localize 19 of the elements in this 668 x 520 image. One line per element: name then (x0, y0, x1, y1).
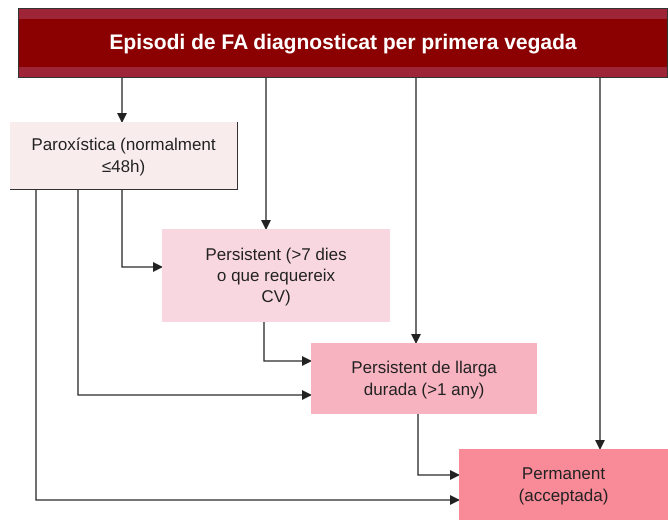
arrow (417, 414, 460, 480)
arrow (77, 190, 312, 400)
arrow (261, 78, 271, 230)
arrow (595, 78, 605, 450)
header-banner (18, 8, 668, 78)
box-label: Persistent de llarga durada (>1 any) (350, 357, 498, 400)
box-label: Persistent (>7 dies o que requereix CV) (204, 244, 348, 308)
category-box (311, 343, 537, 414)
category-box (162, 229, 390, 322)
arrow (35, 190, 460, 505)
arrow (121, 190, 163, 272)
title-text: Episodi de FA diagnosticat per primera vegada (109, 30, 577, 56)
category-box (459, 449, 668, 520)
box-label: Permanent (acceptada) (518, 463, 610, 506)
category-box (10, 122, 238, 190)
box-label: Paroxística (normalment ≤48h) (30, 134, 217, 177)
arrow (117, 78, 127, 123)
arrow (411, 78, 421, 344)
arrow (263, 322, 312, 366)
